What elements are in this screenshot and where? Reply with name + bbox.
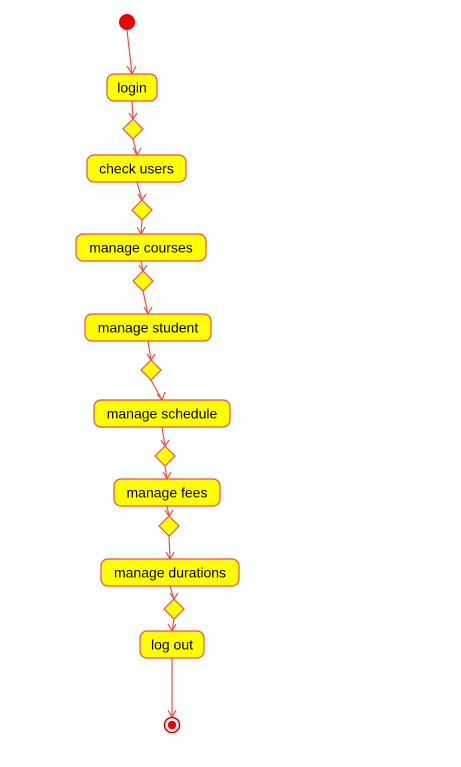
flow-decision-3-to-manage-student	[142, 290, 149, 315]
flow-decision-5-to-manage-fees	[164, 465, 168, 480]
flow-decision-7-to-log-out	[171, 618, 175, 632]
activity-box	[93, 399, 231, 428]
activity-label: login	[117, 80, 147, 96]
decision-node-5	[154, 445, 176, 467]
decision-node-7	[163, 598, 185, 620]
decision-nodes	[122, 118, 185, 620]
activity-manage-durations: manage durations	[100, 558, 240, 587]
flow-manage-courses-to-decision-3	[140, 260, 144, 272]
final-node-core	[167, 720, 177, 730]
activity-box	[75, 233, 207, 262]
decision-node-1	[122, 118, 144, 140]
flow-decision-4-to-manage-schedule	[150, 379, 163, 401]
flow-decision-6-to-manage-durations	[168, 535, 171, 560]
arrowhead	[132, 147, 142, 157]
activity-manage-schedule: manage schedule	[93, 399, 231, 428]
activity-box	[106, 73, 158, 102]
activity-log-out: log out	[139, 630, 205, 659]
arrowhead	[137, 193, 147, 202]
activity-box	[84, 313, 212, 342]
activity-manage-courses: manage courses	[75, 233, 207, 262]
activity-box	[100, 558, 240, 587]
activity-label: manage schedule	[107, 406, 218, 422]
decision-node-4	[140, 359, 162, 381]
activity-box	[113, 478, 221, 507]
decision-node-2	[131, 199, 153, 221]
activity-label: manage courses	[89, 240, 193, 256]
flow-check-users-to-decision-2	[136, 181, 143, 201]
activity-label: manage fees	[127, 485, 208, 501]
activity-label: check users	[99, 161, 174, 177]
flow-manage-durations-to-decision-7	[169, 585, 175, 600]
arrowhead	[143, 306, 153, 316]
activity-box	[139, 630, 205, 659]
flow-login-to-decision-1	[131, 100, 134, 120]
final-node	[163, 716, 181, 734]
activity-manage-fees: manage fees	[113, 478, 221, 507]
flow-decision-2-to-manage-courses	[140, 219, 143, 235]
activity-check-users: check users	[86, 154, 187, 183]
initial-node	[119, 14, 135, 30]
flow-manage-fees-to-decision-6	[166, 505, 170, 517]
decision-node-6	[158, 515, 180, 537]
flow-decision-1-to-check-users	[132, 138, 138, 156]
flow-start-to-login	[126, 29, 133, 75]
flow-manage-schedule-to-decision-5	[161, 426, 166, 447]
decision-node-3	[132, 270, 154, 292]
activity-login: login	[106, 73, 158, 102]
flow-manage-student-to-decision-4	[147, 340, 152, 361]
activity-box	[86, 154, 187, 183]
activity-label: manage student	[98, 320, 199, 336]
activity-manage-student: manage student	[84, 313, 212, 342]
arrowhead	[169, 592, 179, 601]
activity-label: manage durations	[114, 565, 226, 581]
activity-label: log out	[151, 637, 193, 653]
